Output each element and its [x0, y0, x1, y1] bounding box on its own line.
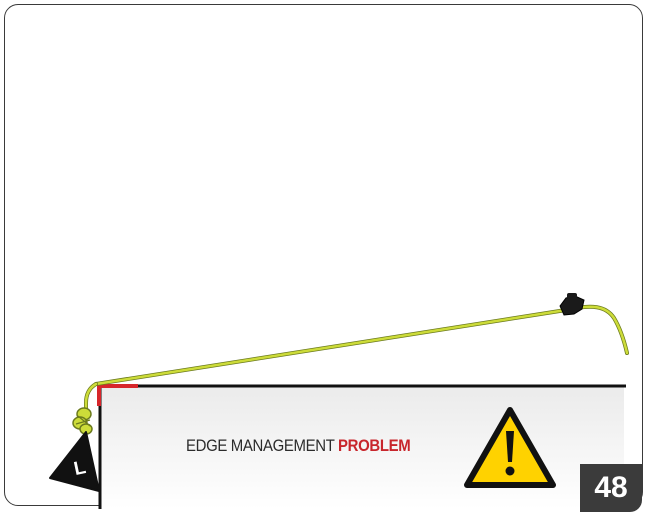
carabiner-icon: [560, 293, 584, 315]
slide-caption: EDGE MANAGEMENT PROBLEM: [186, 436, 410, 456]
rope-line: [96, 307, 627, 384]
page-number-badge: 48: [580, 464, 642, 512]
caption-prefix: EDGE MANAGEMENT: [186, 436, 338, 455]
knot-icon: [73, 408, 92, 434]
caption-highlight: PROBLEM: [338, 436, 410, 455]
